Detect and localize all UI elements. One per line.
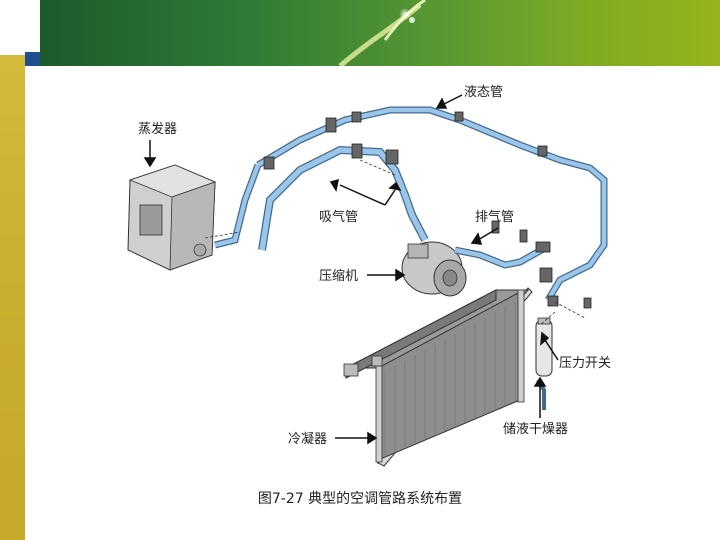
evaporator-unit bbox=[127, 164, 217, 271]
left-accent-strip bbox=[0, 0, 25, 540]
header-banner bbox=[40, 0, 720, 68]
label-compressor: 压缩机 bbox=[319, 268, 358, 284]
figure-caption: 图7-27 典型的空调管路系统布置 bbox=[257, 491, 463, 507]
label-arrows bbox=[143, 94, 559, 445]
leaf-decoration bbox=[338, 0, 426, 68]
label-condenser: 冷凝器 bbox=[288, 431, 327, 447]
label-discharge-pipe: 排气管 bbox=[475, 209, 514, 225]
label-suction-pipe: 吸气管 bbox=[319, 209, 358, 225]
label-receiver-drier: 储液干燥器 bbox=[503, 422, 568, 437]
top-left-corner bbox=[0, 0, 40, 55]
compressor-unit bbox=[401, 241, 467, 297]
dashed-guides bbox=[204, 159, 586, 326]
label-liquid-pipe: 液态管 bbox=[464, 85, 503, 100]
accent-square bbox=[25, 52, 40, 66]
label-evaporator: 蒸发器 bbox=[138, 121, 177, 137]
pipe-fittings bbox=[263, 111, 592, 309]
label-pressure-switch: 压力开关 bbox=[559, 356, 611, 371]
condenser-unit bbox=[343, 287, 533, 467]
receiver-drier-unit bbox=[535, 317, 553, 377]
